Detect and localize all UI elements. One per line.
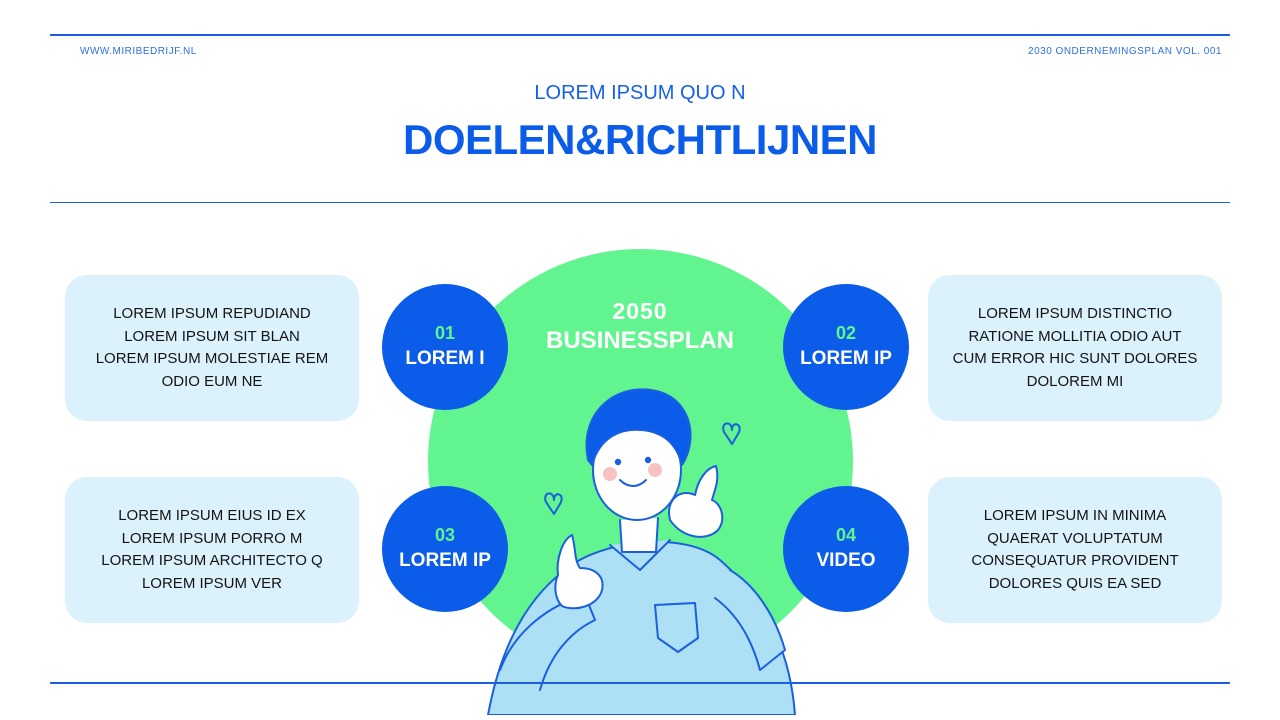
center-label: 2050 BUSINESSPLAN xyxy=(505,297,775,355)
card-line: ODIO EUM NE xyxy=(161,372,263,390)
goal-badge-4: 04 VIDEO xyxy=(783,486,909,612)
card-line: CONSEQUATUR PROVIDENT xyxy=(971,552,1179,569)
thumbs-up-person-icon xyxy=(487,388,796,715)
card-line: QUAERAT VOLUPTATUM xyxy=(987,529,1163,547)
card-line: RATIONE MOLLITIA ODIO AUT xyxy=(968,327,1182,345)
badge-number: 01 xyxy=(434,323,456,343)
document-info: 2030 ONDERNEMINGSPLAN VOL. 001 xyxy=(1028,46,1222,57)
card-line: LOREM IPSUM REPUDIAND xyxy=(113,305,311,322)
badge-label: LOREM I xyxy=(405,348,485,369)
card-line: LOREM IPSUM ARCHITECTO Q xyxy=(101,552,323,569)
goal-card-4: LOREM IPSUM IN MINIMA QUAERAT VOLUPTATUM… xyxy=(928,477,1222,623)
card-line: LOREM IPSUM VER xyxy=(141,574,282,592)
card-line: DOLORES QUIS EA SED xyxy=(988,574,1162,592)
card-line: LOREM IPSUM IN MINIMA xyxy=(983,507,1167,524)
badge-number: 03 xyxy=(434,525,456,545)
badge-number: 04 xyxy=(835,525,857,545)
card-line: LOREM IPSUM DISTINCTIO xyxy=(977,305,1173,322)
goal-card-2: LOREM IPSUM DISTINCTIO RATIONE MOLLITIA … xyxy=(928,275,1222,421)
card-line: CUM ERROR HIC SUNT DOLORES xyxy=(952,350,1198,367)
goal-badge-1: 01 LOREM I xyxy=(382,284,508,410)
badge-label: VIDEO xyxy=(816,550,876,571)
goal-badge-3: 03 LOREM IP xyxy=(382,486,508,612)
goal-card-3: LOREM IPSUM EIUS ID EX LOREM IPSUM PORRO… xyxy=(65,477,359,623)
card-line: LOREM IPSUM PORRO M xyxy=(121,529,303,547)
card-line: DOLOREM MI xyxy=(1026,372,1124,390)
badge-number: 02 xyxy=(835,323,857,343)
badge-label: LOREM IP xyxy=(399,550,491,571)
bottom-rule xyxy=(50,682,1230,684)
card-line: LOREM IPSUM SIT BLAN xyxy=(124,327,300,345)
badge-label: LOREM IP xyxy=(800,348,892,369)
center-year: 2050 xyxy=(612,298,668,324)
header-divider xyxy=(50,202,1230,203)
goal-card-1: LOREM IPSUM REPUDIAND LOREM IPSUM SIT BL… xyxy=(65,275,359,421)
center-name: BUSINESSPLAN xyxy=(545,327,735,354)
page-title: DOELEN&RICHTLIJNEN xyxy=(402,116,878,163)
top-rule xyxy=(50,34,1230,36)
card-line: LOREM IPSUM EIUS ID EX xyxy=(118,507,306,524)
page-subtitle: LOREM IPSUM QUO N xyxy=(534,82,746,104)
card-line: LOREM IPSUM MOLESTIAE REM xyxy=(95,350,329,367)
website-url: WWW.MIRIBEDRIJF.NL xyxy=(80,46,197,57)
goal-badge-2: 02 LOREM IP xyxy=(783,284,909,410)
